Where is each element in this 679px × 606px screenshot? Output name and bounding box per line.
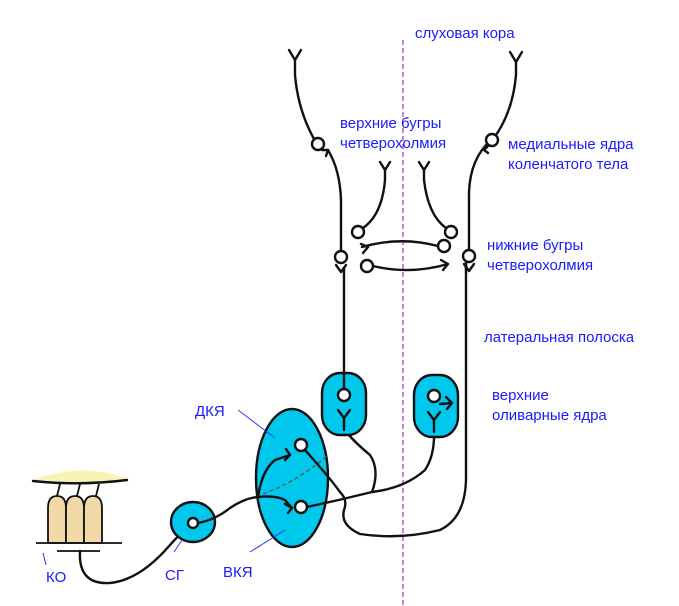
cochlear-nucleus — [254, 407, 330, 549]
olive-ipsi-input — [343, 428, 377, 494]
label-superior-olive-1: верхние — [492, 387, 549, 404]
spiral-ganglion-cell — [186, 516, 200, 530]
vcn-cell — [293, 499, 309, 515]
mgb-to-cortex-right — [494, 60, 518, 137]
label-superior-colliculi-2: четверохолмия — [340, 135, 447, 152]
tectorial-membrane — [33, 470, 127, 483]
ic-to-sc-left — [361, 168, 387, 230]
leader-dkya — [237, 409, 276, 439]
mgb-to-cortex-left — [293, 58, 316, 141]
dcn-cell — [293, 437, 309, 453]
vcn-axon — [305, 428, 436, 509]
organ-of-corti — [31, 470, 129, 552]
leader-ko — [42, 552, 47, 566]
spiral-ganglion-axon — [196, 495, 260, 525]
branch-to-vcn — [256, 495, 294, 510]
ic-to-sc-right — [422, 168, 448, 230]
leader-sg — [173, 539, 183, 553]
label-sg: СГ — [165, 567, 184, 584]
label-superior-olive-2: оливарные ядра — [492, 407, 607, 424]
membrane-line — [31, 478, 129, 485]
dashed-border — [262, 454, 329, 495]
label-vkya: ВКЯ — [223, 564, 253, 581]
mgb-left-cell — [310, 136, 326, 152]
label-dkya: ДКЯ — [195, 403, 225, 420]
superior-olive-right — [412, 373, 460, 439]
ic-to-mgb-left — [326, 148, 343, 253]
label-lateral-lemniscus: латеральная полоска — [484, 329, 635, 346]
branch-to-dcn — [256, 453, 292, 499]
label-ko: КО — [46, 569, 67, 586]
dcn-axon — [303, 260, 468, 538]
label-medial-geniculate-2: коленчатого тела — [508, 156, 629, 173]
leader-vkya — [249, 529, 286, 553]
hair-cell — [47, 495, 67, 544]
label-medial-geniculate-1: медиальные ядра — [508, 136, 634, 153]
commissure-lower — [371, 262, 450, 272]
hair-cell — [65, 495, 85, 544]
ic-to-mgb-right — [467, 143, 488, 252]
label-auditory-cortex: слуховая кора — [415, 25, 515, 42]
label-inferior-colliculi-1: нижние бугры — [487, 237, 584, 254]
mgb-right-cell — [484, 132, 500, 148]
label-inferior-colliculi-2: четверохолмия — [487, 257, 594, 274]
hair-cell — [83, 495, 103, 544]
label-superior-colliculi-1: верхние бугры — [340, 115, 442, 132]
ic-right-cell — [461, 248, 477, 264]
commissure-upper — [360, 240, 440, 249]
ic-left-cell — [333, 249, 349, 265]
